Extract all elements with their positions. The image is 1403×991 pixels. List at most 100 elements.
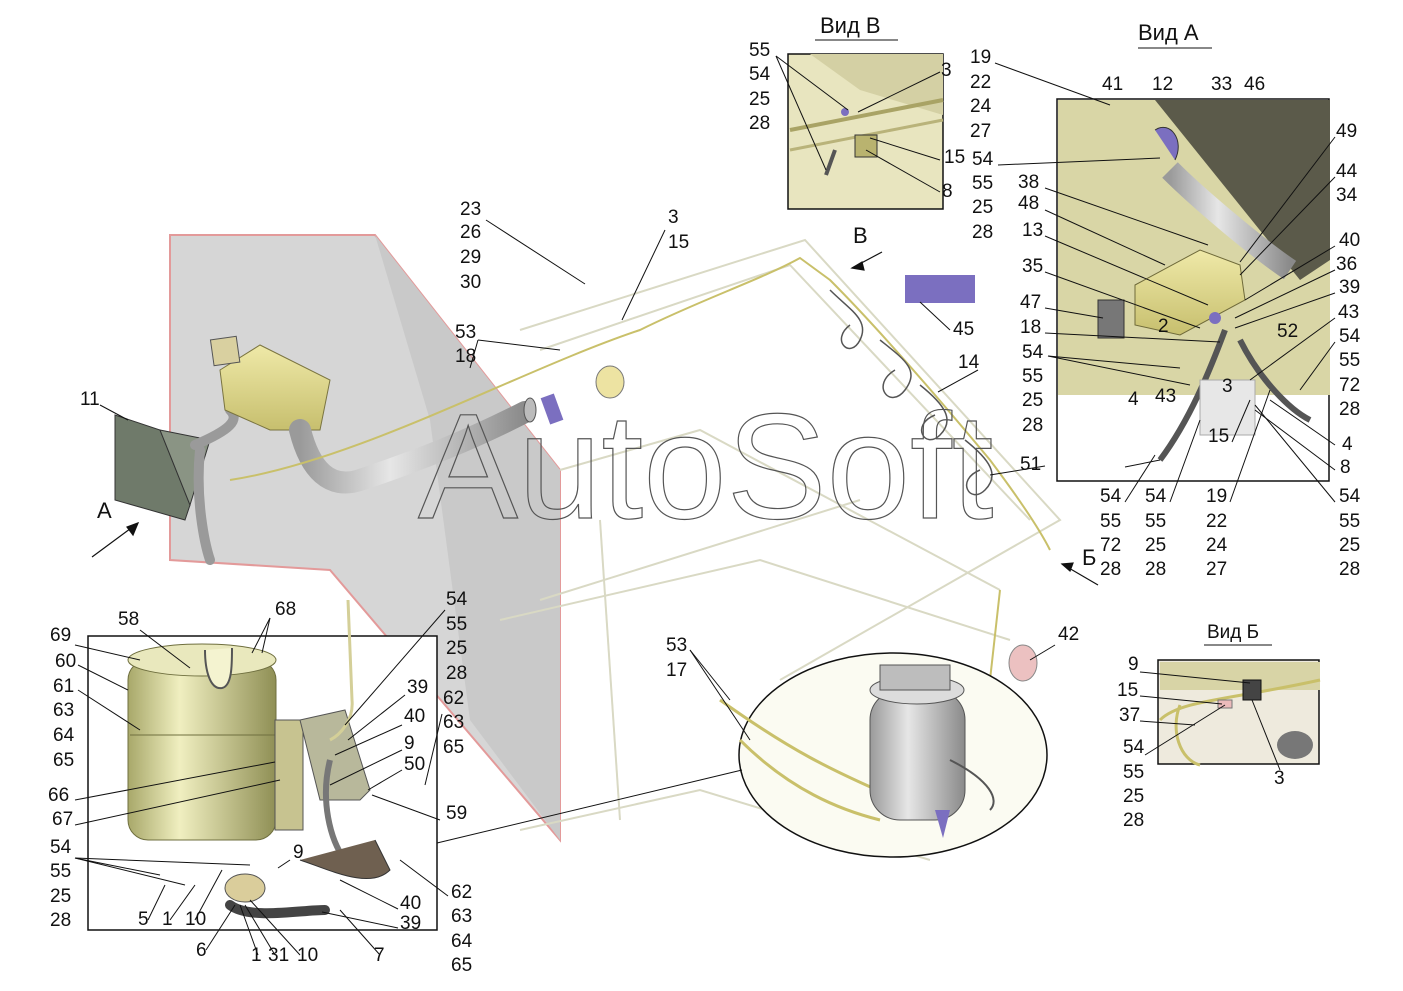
- callout-label: 37: [1119, 705, 1140, 726]
- callout-label: 4: [1342, 434, 1353, 455]
- callout-label: 25: [1022, 390, 1043, 411]
- callout-label: 42: [1058, 624, 1079, 645]
- callout-label: 45: [953, 319, 974, 340]
- callout-label: 54: [446, 589, 468, 610]
- callout-label: 68: [275, 599, 296, 620]
- callout-label: 64: [53, 725, 75, 746]
- callout-label: 3: [1274, 768, 1285, 789]
- main-assembly: [114, 234, 1062, 861]
- callout-label: 28: [749, 113, 770, 134]
- callout-label: 39: [407, 677, 428, 698]
- callout-label: 72: [1339, 375, 1360, 396]
- callout-label: 55: [1339, 350, 1360, 371]
- callout-label: 62: [443, 688, 464, 709]
- callout-label: 62: [451, 882, 472, 903]
- view-v-inset: [787, 53, 944, 210]
- callout-label: 30: [460, 272, 481, 293]
- callout-label: 28: [50, 910, 71, 931]
- callout-label: 25: [1339, 535, 1360, 556]
- callout-label: 55: [1339, 511, 1360, 532]
- callout-label: 27: [970, 121, 991, 142]
- fuel-line: [229, 256, 1051, 681]
- purple-marker: [905, 275, 975, 303]
- callout-label: 64: [451, 931, 473, 952]
- mount-bracket: [114, 414, 191, 521]
- callout-label: 54: [972, 149, 994, 170]
- callout-label: 48: [1018, 193, 1039, 214]
- callout-label: 65: [443, 737, 464, 758]
- callout-label: 59: [446, 803, 467, 824]
- callout-label: 28: [1123, 810, 1144, 831]
- callout-label: 40: [1339, 230, 1360, 251]
- heater-box: [219, 344, 331, 431]
- callout-label: 13: [1022, 220, 1043, 241]
- callout-label: 29: [460, 247, 481, 268]
- callout-label: 24: [970, 96, 992, 117]
- callout-label: 54: [1022, 342, 1044, 363]
- arrow-label-a: А: [97, 498, 112, 523]
- callout-label: 12: [1152, 74, 1173, 95]
- callout-label: 25: [446, 638, 467, 659]
- callout-label: 39: [400, 913, 421, 934]
- watermark: AutoSoft: [418, 382, 993, 550]
- callout-label: 8: [1340, 457, 1351, 478]
- callout-label: 53: [666, 635, 687, 656]
- callout-label: 22: [1206, 511, 1227, 532]
- callout-label: 66: [48, 785, 69, 806]
- callout-label: 39: [1339, 277, 1360, 298]
- callout-label: 55: [1100, 511, 1121, 532]
- callout-label: 1: [251, 945, 262, 966]
- callout-label: 55: [1145, 511, 1166, 532]
- callout-label: 25: [749, 89, 770, 110]
- callout-label: 35: [1022, 256, 1043, 277]
- callout-label: 55: [749, 40, 770, 61]
- callout-label: 19: [970, 47, 991, 68]
- callout-label: 14: [958, 352, 980, 373]
- callout-label: 15: [944, 147, 965, 168]
- callout-label: 43: [1155, 386, 1176, 407]
- callout-label: 41: [1102, 74, 1123, 95]
- callout-label: 31: [268, 945, 289, 966]
- callout-label: 10: [297, 945, 318, 966]
- main-exhaust: [289, 401, 536, 494]
- leader-lines: [74, 55, 1336, 956]
- callout-label: 58: [118, 609, 139, 630]
- callout-label: 28: [1100, 559, 1121, 580]
- callout-label: 26: [460, 222, 481, 243]
- vehicle-frame: [499, 238, 1062, 861]
- callout-label: 63: [451, 906, 472, 927]
- callout-label: 7: [374, 945, 385, 966]
- callout-label: 51: [1020, 454, 1041, 475]
- callout-label: 9: [293, 842, 304, 863]
- circle-detail: [719, 652, 1048, 858]
- callout-label: 8: [942, 181, 953, 202]
- callout-label: 6: [196, 940, 207, 961]
- callout-label: 60: [55, 651, 76, 672]
- callout-label: 55: [1123, 762, 1144, 783]
- callout-label: 25: [50, 886, 71, 907]
- callout-label: 55: [50, 861, 71, 882]
- callout-label: 15: [1117, 680, 1138, 701]
- callout-label: 28: [1339, 559, 1360, 580]
- callout-label: 55: [1022, 366, 1043, 387]
- callout-label: 25: [1123, 786, 1144, 807]
- callout-label: 19: [1206, 486, 1227, 507]
- callout-label: 52: [1277, 321, 1298, 342]
- view-arrows: [91, 251, 1099, 586]
- callout-label: 2: [1158, 316, 1169, 337]
- callout-label: 3: [668, 207, 679, 228]
- callout-label: 9: [1128, 654, 1139, 675]
- callout-label: 38: [1018, 172, 1039, 193]
- callout-label: 28: [972, 222, 993, 243]
- view-a-title: Вид А: [1138, 20, 1199, 45]
- view-a-inset: [1056, 98, 1330, 482]
- callout-label: 63: [53, 700, 74, 721]
- callout-label: 25: [972, 197, 993, 218]
- callout-label: 28: [446, 663, 467, 684]
- callout-label: 44: [1336, 161, 1358, 182]
- callout-label: 65: [451, 955, 472, 976]
